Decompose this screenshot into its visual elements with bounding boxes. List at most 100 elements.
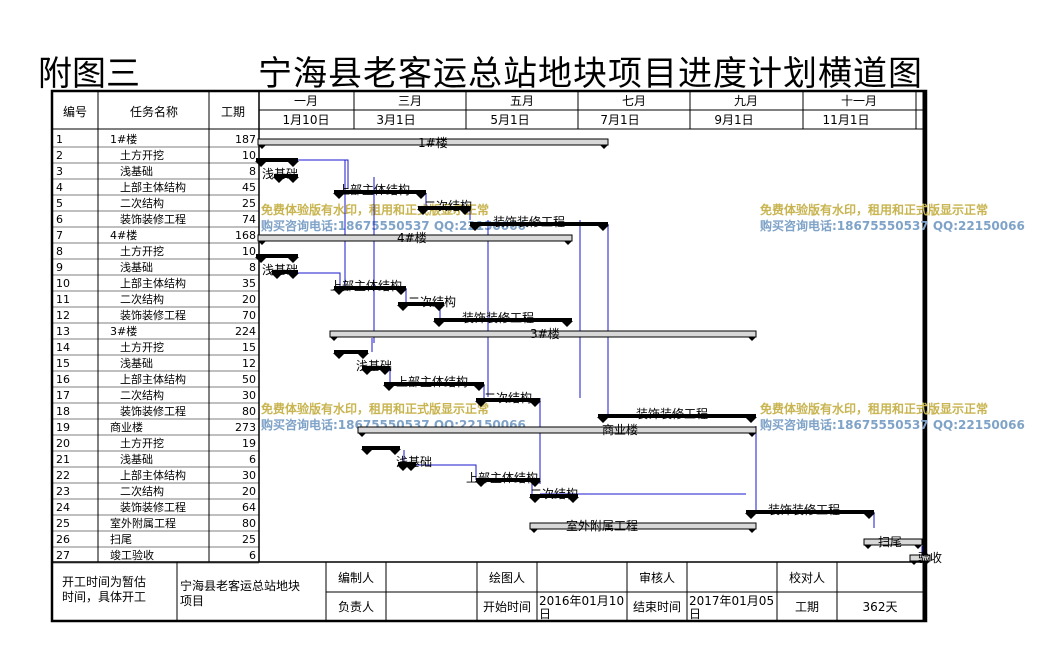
task-bar xyxy=(334,350,368,354)
bar-label: 二次结构 xyxy=(484,390,532,405)
task-no: 11 xyxy=(56,293,70,306)
task-bar xyxy=(476,398,540,402)
task-bar-cap xyxy=(475,481,541,487)
task-bar xyxy=(334,190,426,194)
summary-bar xyxy=(863,538,923,546)
footer-note-line2: 时间，具体开工 xyxy=(62,590,146,604)
col-header-duration: 工期 xyxy=(221,105,245,119)
task-name: 上部主体结构 xyxy=(120,276,186,290)
task-bar xyxy=(272,270,298,274)
task-name: 二次结构 xyxy=(120,292,164,306)
watermark-text: 购买咨询电话:18675550537 QQ:22150066 xyxy=(261,218,526,233)
task-name: 土方开挖 xyxy=(120,148,164,162)
task-bar-cap xyxy=(271,273,299,279)
figure-prefix: 附图三 xyxy=(38,54,140,94)
watermark-text: 免费体验版有水印，租用和正式版显示正常 xyxy=(760,401,988,416)
footer-start-value-line2: 日 xyxy=(539,607,551,621)
task-name: 上部主体结构 xyxy=(120,180,186,194)
summary-bar xyxy=(329,330,757,338)
task-bar xyxy=(418,206,470,210)
bar-label: 上部主体结构 xyxy=(466,470,538,485)
task-name: 装饰装修工程 xyxy=(120,404,186,418)
bar-label: 上部主体结构 xyxy=(396,374,468,389)
task-no: 15 xyxy=(56,357,70,370)
outer-frame xyxy=(50,89,928,623)
summary-bar-cap xyxy=(530,529,756,533)
task-no: 24 xyxy=(56,501,70,514)
task-bar xyxy=(434,318,572,322)
task-name: 二次结构 xyxy=(120,196,164,210)
task-name: 室外附属工程 xyxy=(110,516,176,530)
task-no: 23 xyxy=(56,485,70,498)
task-duration: 74 xyxy=(242,213,256,226)
task-bar xyxy=(362,366,390,370)
task-name: 浅基础 xyxy=(120,357,153,370)
task-no: 10 xyxy=(56,277,70,290)
task-duration: 10 xyxy=(242,149,256,162)
summary-bar xyxy=(357,426,757,434)
task-duration: 30 xyxy=(242,469,256,482)
task-no: 19 xyxy=(56,421,70,434)
task-duration: 30 xyxy=(242,389,256,402)
watermark-text: 免费体验版有水印，租用和正式版显示正常 xyxy=(261,202,489,217)
bar-label: 浅基础 xyxy=(356,359,392,373)
bar-label: 4#楼 xyxy=(397,230,427,245)
summary-bar xyxy=(909,554,931,562)
month-label-2: 三月 xyxy=(398,94,422,108)
task-name: 浅基础 xyxy=(120,453,153,466)
task-no: 22 xyxy=(56,469,70,482)
task-no: 13 xyxy=(56,325,70,338)
task-no: 3 xyxy=(56,165,63,178)
task-duration: 20 xyxy=(242,293,256,306)
task-duration: 80 xyxy=(242,517,256,530)
dependency-link xyxy=(416,464,477,480)
task-name: 二次结构 xyxy=(120,388,164,402)
watermark-text: 购买咨询电话:18675550537 QQ:22150066 xyxy=(760,218,1025,233)
date-label-6: 11月1日 xyxy=(823,113,870,127)
task-no: 21 xyxy=(56,453,70,466)
summary-bar xyxy=(257,138,609,146)
task-name: 竣工验收 xyxy=(110,548,154,562)
task-duration: 6 xyxy=(249,549,256,562)
task-duration: 25 xyxy=(242,197,256,210)
task-bar-cap xyxy=(383,385,485,391)
task-name: 商业楼 xyxy=(110,420,143,434)
task-no: 26 xyxy=(56,533,70,546)
task-bar xyxy=(470,222,608,226)
task-name: 1#楼 xyxy=(110,132,137,146)
summary-bar-cap xyxy=(910,561,930,565)
bar-label: 3#楼 xyxy=(530,326,560,341)
footer-drawer-label: 绘图人 xyxy=(489,570,525,585)
bar-label: 浅基础 xyxy=(396,455,432,469)
task-duration: 35 xyxy=(242,277,256,290)
watermark-text: 免费体验版有水印，租用和正式版显示正常 xyxy=(261,401,489,416)
bar-label: 1#楼 xyxy=(418,135,448,150)
footer-project-line1: 宁海县老客运总站地块 xyxy=(180,578,300,593)
bar-label: 扫尾 xyxy=(878,535,902,549)
task-name: 扫尾 xyxy=(110,533,132,546)
task-bar xyxy=(256,254,298,258)
bar-label: 装饰装修工程 xyxy=(493,214,565,229)
task-bar xyxy=(476,478,540,482)
task-bar-cap xyxy=(361,449,401,455)
task-duration: 80 xyxy=(242,405,256,418)
summary-bar-cap xyxy=(864,545,922,549)
task-bar xyxy=(598,414,756,418)
task-bar-cap xyxy=(397,305,445,311)
summary-bar-cap xyxy=(358,433,756,437)
task-no: 6 xyxy=(56,213,63,226)
footer-end-label: 结束时间 xyxy=(633,600,681,614)
task-no: 2 xyxy=(56,149,63,162)
bar-label: 装饰装修工程 xyxy=(462,310,534,325)
bar-label: 验收 xyxy=(918,550,942,565)
task-bar-cap xyxy=(475,401,541,407)
task-duration: 224 xyxy=(235,325,256,338)
task-bar-cap xyxy=(333,353,369,359)
task-bar xyxy=(398,462,416,466)
task-no: 1 xyxy=(56,133,63,146)
task-duration: 10 xyxy=(242,245,256,258)
bar-label: 室外附属工程 xyxy=(566,518,638,533)
task-no: 27 xyxy=(56,549,70,562)
task-no: 20 xyxy=(56,437,70,450)
